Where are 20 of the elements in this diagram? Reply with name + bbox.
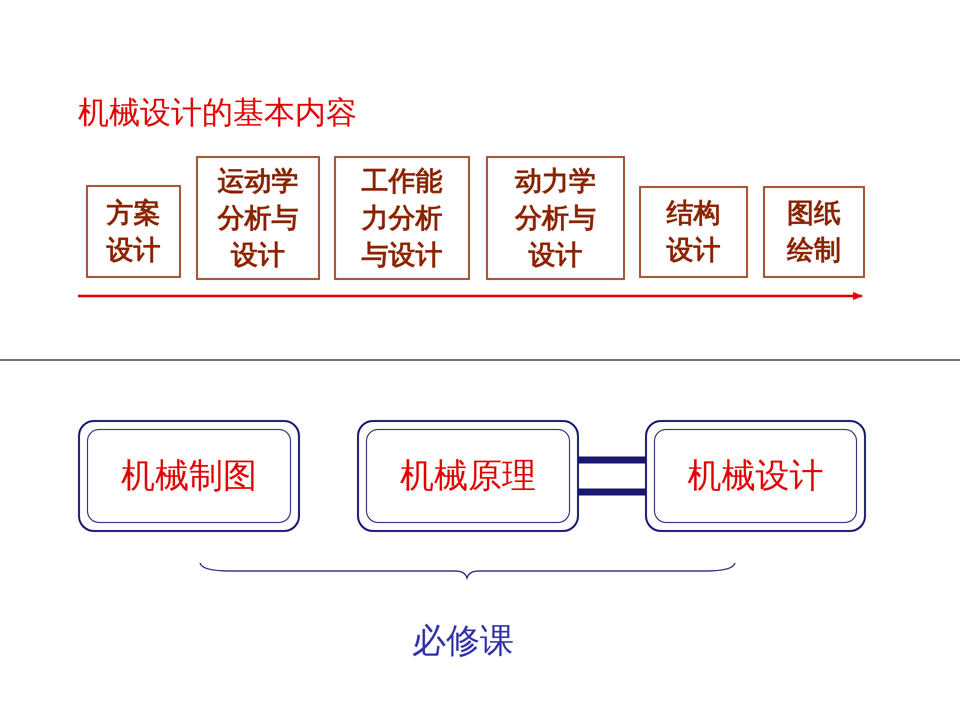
step-text: 动力学分析与设计 bbox=[514, 164, 597, 272]
step-box bbox=[196, 156, 320, 280]
course-name: 机械原理 bbox=[400, 455, 536, 498]
group-label: 必修课 bbox=[411, 620, 515, 663]
step-text: 方案设计 bbox=[105, 196, 162, 268]
course-box bbox=[78, 420, 300, 532]
course-box bbox=[357, 420, 579, 532]
course-name: 机械设计 bbox=[688, 455, 824, 498]
step-text: 结构设计 bbox=[665, 197, 722, 268]
step-box bbox=[639, 186, 748, 278]
step-text: 工作能力分析与设计 bbox=[360, 164, 444, 272]
course-name: 机械制图 bbox=[121, 455, 257, 498]
step-box bbox=[334, 156, 470, 280]
step-text: 图纸绘制 bbox=[786, 197, 842, 268]
course-box bbox=[645, 420, 866, 532]
title: 机械设计的基本内容 bbox=[78, 94, 357, 133]
step-box bbox=[486, 156, 625, 280]
step-box bbox=[763, 186, 865, 278]
step-box bbox=[86, 185, 181, 278]
step-text: 运动学分析与设计 bbox=[216, 164, 300, 272]
